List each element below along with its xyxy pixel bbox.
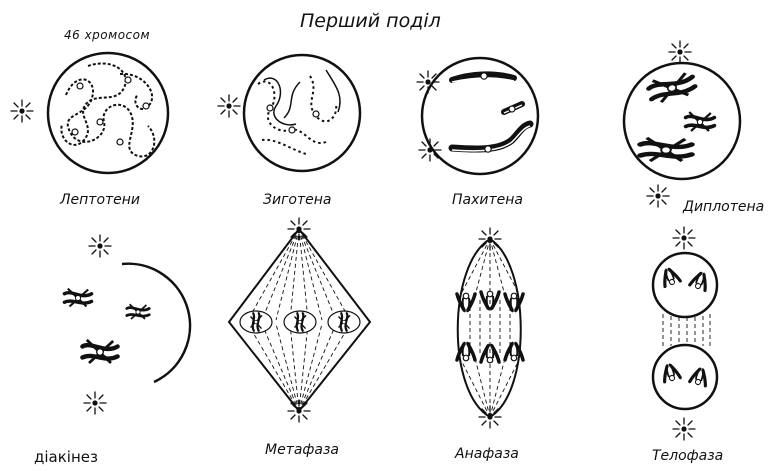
centrosome-icon [673,418,695,440]
centrosome-icon [673,227,695,249]
centrosome-icon [218,95,240,117]
stage-label-diakinesis: діакінез [34,448,98,466]
anaphase-cell [457,228,523,428]
stage-label-diplotene: Диплотена [683,199,764,215]
diplotene-cell [624,41,740,207]
diakinesis-cell [64,235,190,414]
centrosome-icon [419,139,441,161]
centrosome-icon [288,218,310,240]
diagram-title: Перший поділ [300,10,441,32]
metaphase-cell [229,218,370,422]
chromosome-count-label: 46 хромосом [64,28,150,42]
centrosome-icon [669,41,691,63]
stage-label-telophase: Телофаза [652,448,723,464]
stage-label-leptotene: Лептотени [60,192,140,208]
zygotene-cell [218,55,360,171]
centrosome-icon [417,71,439,93]
centrosome-icon [479,228,501,250]
centrosome-icon [288,400,310,422]
pachytene-cell [417,58,538,174]
stage-label-metaphase: Метафаза [265,442,339,458]
centrosome-icon [479,406,501,428]
centrosome-icon [11,100,33,122]
stage-label-zygotene: Зиготена [263,192,332,208]
leptotene-cell [11,53,168,173]
telophase-cell [653,227,717,440]
centrosome-icon [647,185,669,207]
stage-label-pachytene: Пахитена [452,192,523,208]
centrosome-icon [84,392,106,414]
stage-label-anaphase: Анафаза [455,446,519,462]
centrosome-icon [89,235,111,257]
